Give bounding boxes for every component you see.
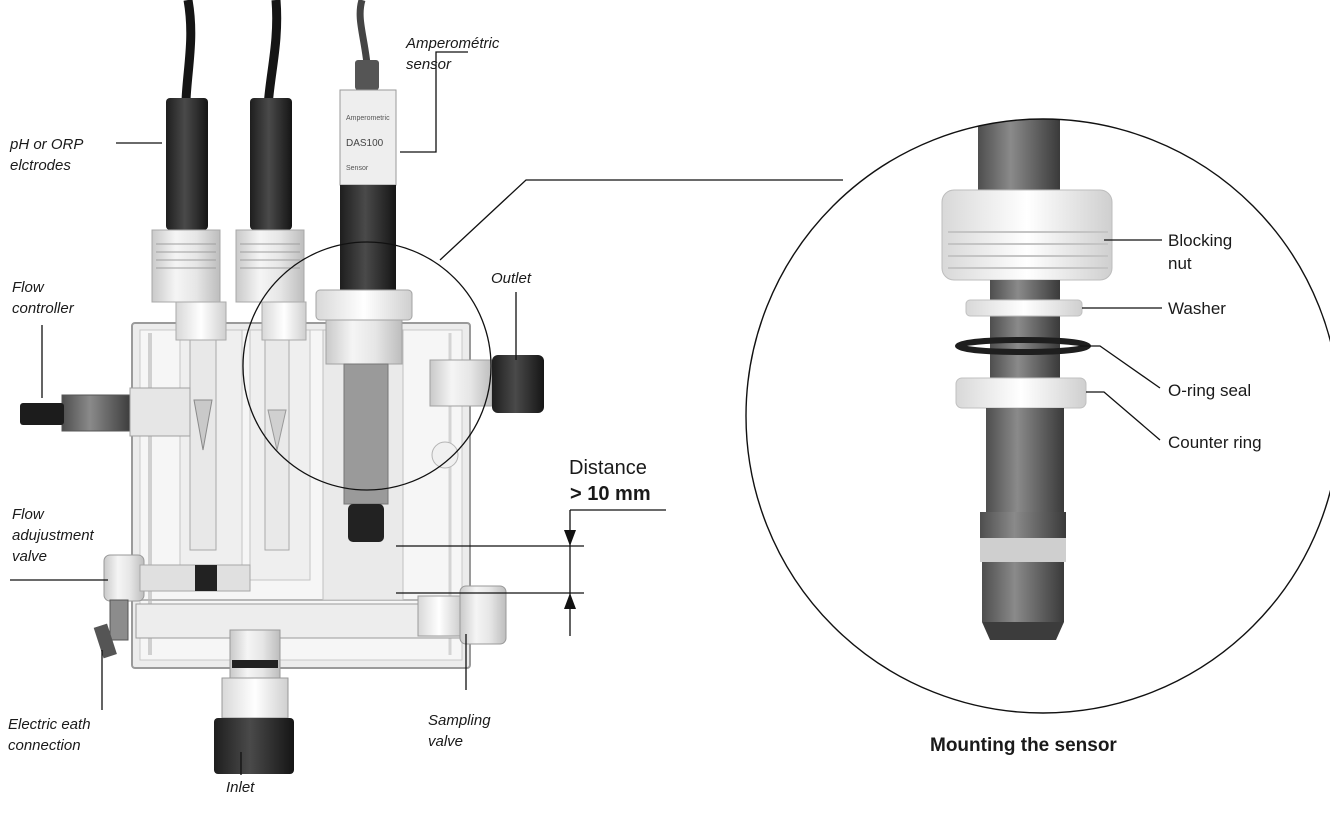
amperometric-sensor-label: Amperométric sensor xyxy=(406,35,500,73)
sensor-print-line-3: Sensor xyxy=(346,165,369,172)
sensor-print-line-1: Amperometric xyxy=(346,115,390,122)
dimension-arrow-icon xyxy=(564,530,576,609)
distance-label: Distance xyxy=(569,457,647,479)
sensor-print-line-2: DAS100 xyxy=(346,138,384,149)
flow-adjustment-valve-label: Flow adujustment valve xyxy=(12,506,94,565)
counter-ring-label: Counter ring xyxy=(1168,433,1262,452)
washer-label: Washer xyxy=(1168,299,1226,318)
inlet-label: Inlet xyxy=(226,779,255,796)
flow-controller-label: Flow controller xyxy=(12,279,74,317)
blocking-nut-label: Blocking nut xyxy=(1168,231,1233,273)
detail-caption: Mounting the sensor xyxy=(930,735,1117,756)
leader-lines xyxy=(10,51,843,775)
sensor-detail-illustration xyxy=(745,118,1330,714)
detail-leader-lines xyxy=(1080,239,1162,441)
electric-earth-connection-label: Electric eath connection xyxy=(8,716,91,754)
distance-value: > 10 mm xyxy=(570,483,651,505)
ph-orp-electrodes-label: pH or ORP elctrodes xyxy=(10,136,84,174)
flow-cell-illustration: Amperometric DAS100 Sensor xyxy=(20,0,544,774)
outlet-label: Outlet xyxy=(491,270,532,287)
sampling-valve-label: Sampling valve xyxy=(428,712,491,750)
o-ring-seal-label: O-ring seal xyxy=(1168,381,1252,400)
